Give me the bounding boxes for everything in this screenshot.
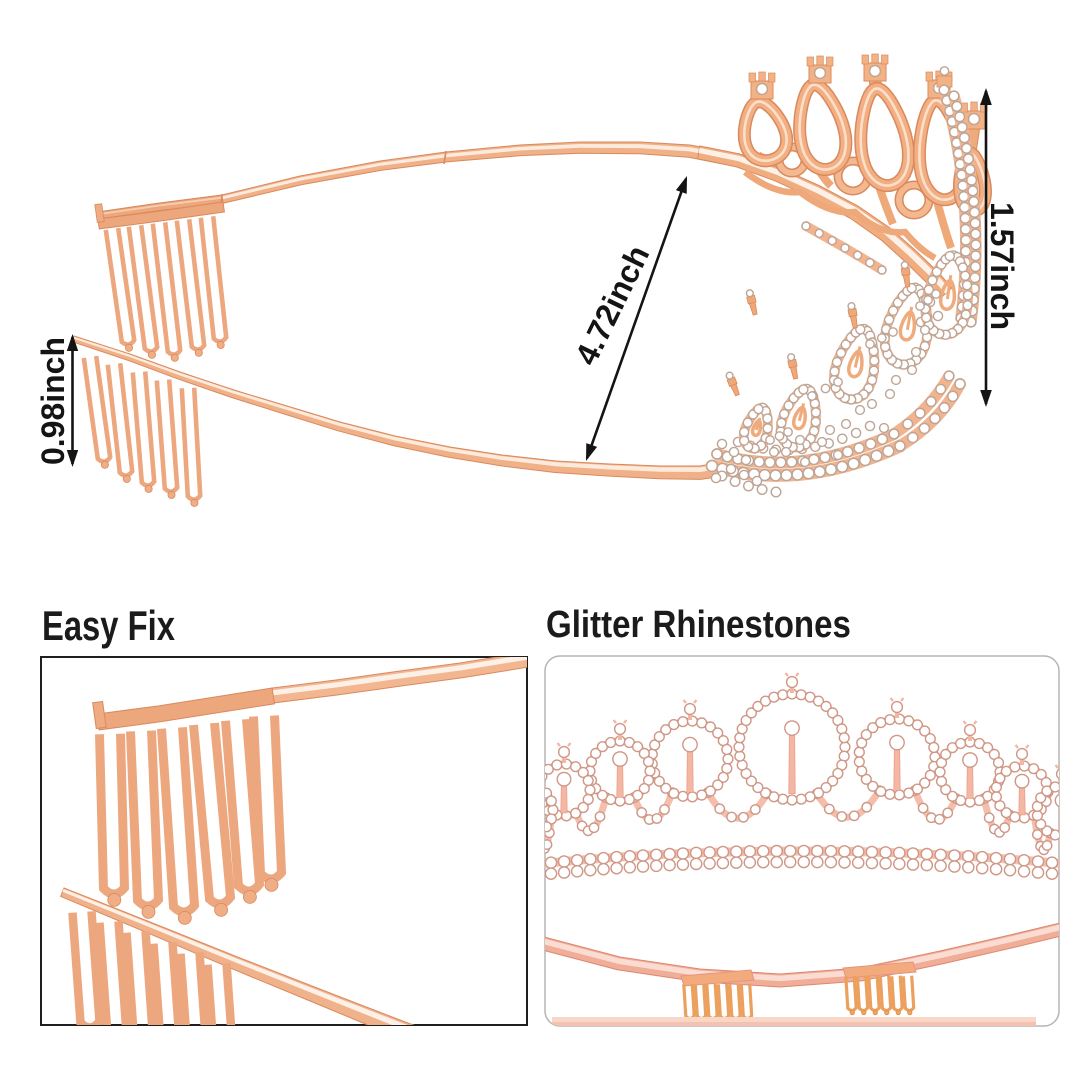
svg-text:0.98inch: 0.98inch [35, 337, 71, 465]
svg-text:1.57inch: 1.57inch [984, 202, 1020, 330]
svg-text:Easy Fix: Easy Fix [42, 602, 175, 649]
svg-text:Glitter Rhinestones: Glitter Rhinestones [546, 603, 851, 646]
